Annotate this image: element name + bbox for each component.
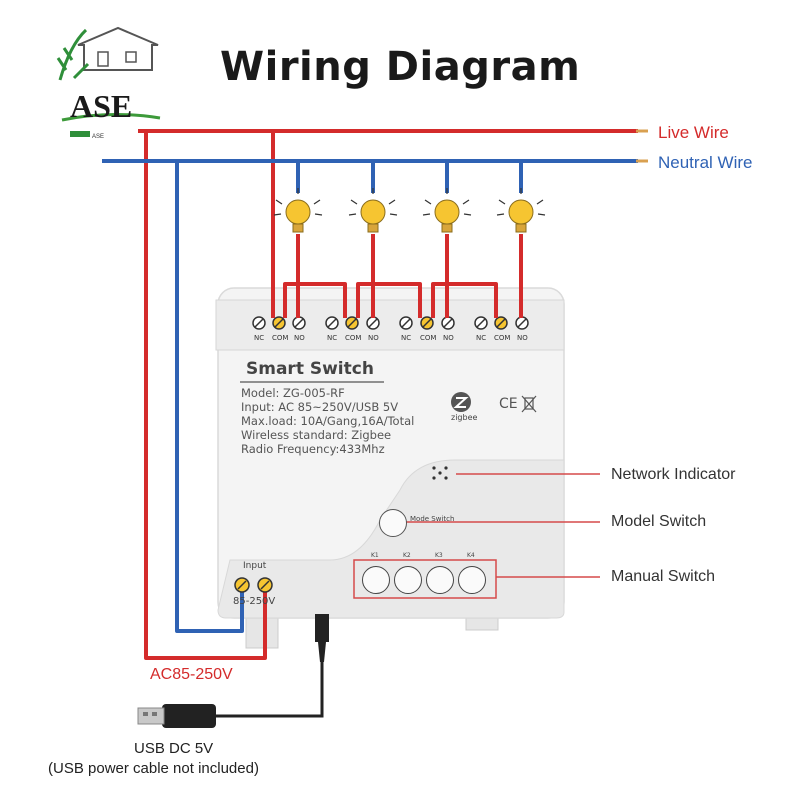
usb-cable [216, 614, 329, 718]
input-terminals [234, 577, 273, 593]
bulb-icon [273, 188, 323, 233]
terminal-label-nc: NC [476, 334, 487, 342]
terminal-label-nc: NC [254, 334, 265, 342]
manual-button-k3[interactable] [426, 566, 454, 594]
usb-note: (USB power cable not included) [48, 760, 259, 777]
usb-plug-icon [137, 704, 216, 728]
usb-label: USB DC 5V [134, 740, 214, 757]
manual-button-k4[interactable] [458, 566, 486, 594]
callout-lines [404, 473, 600, 578]
logo-text: ASE [70, 88, 132, 124]
input-voltage-label: 85-250V [233, 596, 276, 607]
terminal-label-no: NO [368, 334, 379, 342]
button-label-k4: K4 [467, 552, 475, 559]
manual-button-k2[interactable] [394, 566, 422, 594]
input-label: Input [243, 561, 267, 571]
manual-button-k1[interactable] [362, 566, 390, 594]
terminal-label-no: NO [294, 334, 305, 342]
ce-mark: CE [499, 396, 518, 412]
bulb-icon [422, 188, 472, 233]
network-indicator-label: Network Indicator [611, 466, 736, 483]
terminal-label-com: COM [420, 334, 437, 342]
spec-radio: Radio Frequency:433Mhz [241, 442, 385, 456]
spec-wireless: Wireless standard: Zigbee [241, 428, 392, 442]
terminal-label-nc: NC [327, 334, 338, 342]
terminal-label-nc: NC [401, 334, 412, 342]
weee-bin-icon [521, 395, 537, 413]
mode-switch-label: Mode Switch [410, 515, 455, 523]
terminal-label-com: COM [272, 334, 289, 342]
spec-input: Input: AC 85~250V/USB 5V [241, 400, 399, 414]
terminal-label-com: COM [345, 334, 362, 342]
terminal-label-no: NO [517, 334, 528, 342]
ac-voltage-label: AC85-250V [150, 666, 233, 683]
device-body [215, 287, 565, 649]
mode-switch-button[interactable] [379, 509, 407, 537]
button-label-k2: K2 [403, 552, 411, 559]
relay-terminals [252, 316, 529, 330]
bulb-icon [496, 188, 546, 233]
house-logo-icon [56, 26, 161, 137]
button-label-k1: K1 [371, 552, 379, 559]
terminal-label-no: NO [443, 334, 454, 342]
terminal-label-com: COM [494, 334, 511, 342]
zigbee-icon [451, 392, 471, 412]
logo-subtext: ASE [92, 134, 104, 140]
spec-model: Model: ZG-005-RF [241, 386, 345, 400]
manual-button-frame [353, 559, 497, 599]
bulb-icon [348, 188, 398, 233]
live-wire-label: Live Wire [658, 123, 729, 142]
device-name: Smart Switch [246, 359, 374, 379]
spec-max-load: Max.load: 10A/Gang,16A/Total [241, 414, 415, 428]
manual-switch-label: Manual Switch [611, 568, 716, 585]
neutral-wires [102, 159, 638, 633]
model-switch-label: Model Switch [611, 513, 707, 530]
neutral-wire-label: Neutral Wire [658, 153, 753, 172]
page-title: Wiring Diagram [220, 44, 581, 90]
network-indicator [432, 466, 448, 480]
zigbee-label: zigbee [451, 413, 478, 422]
button-label-k3: K3 [435, 552, 443, 559]
